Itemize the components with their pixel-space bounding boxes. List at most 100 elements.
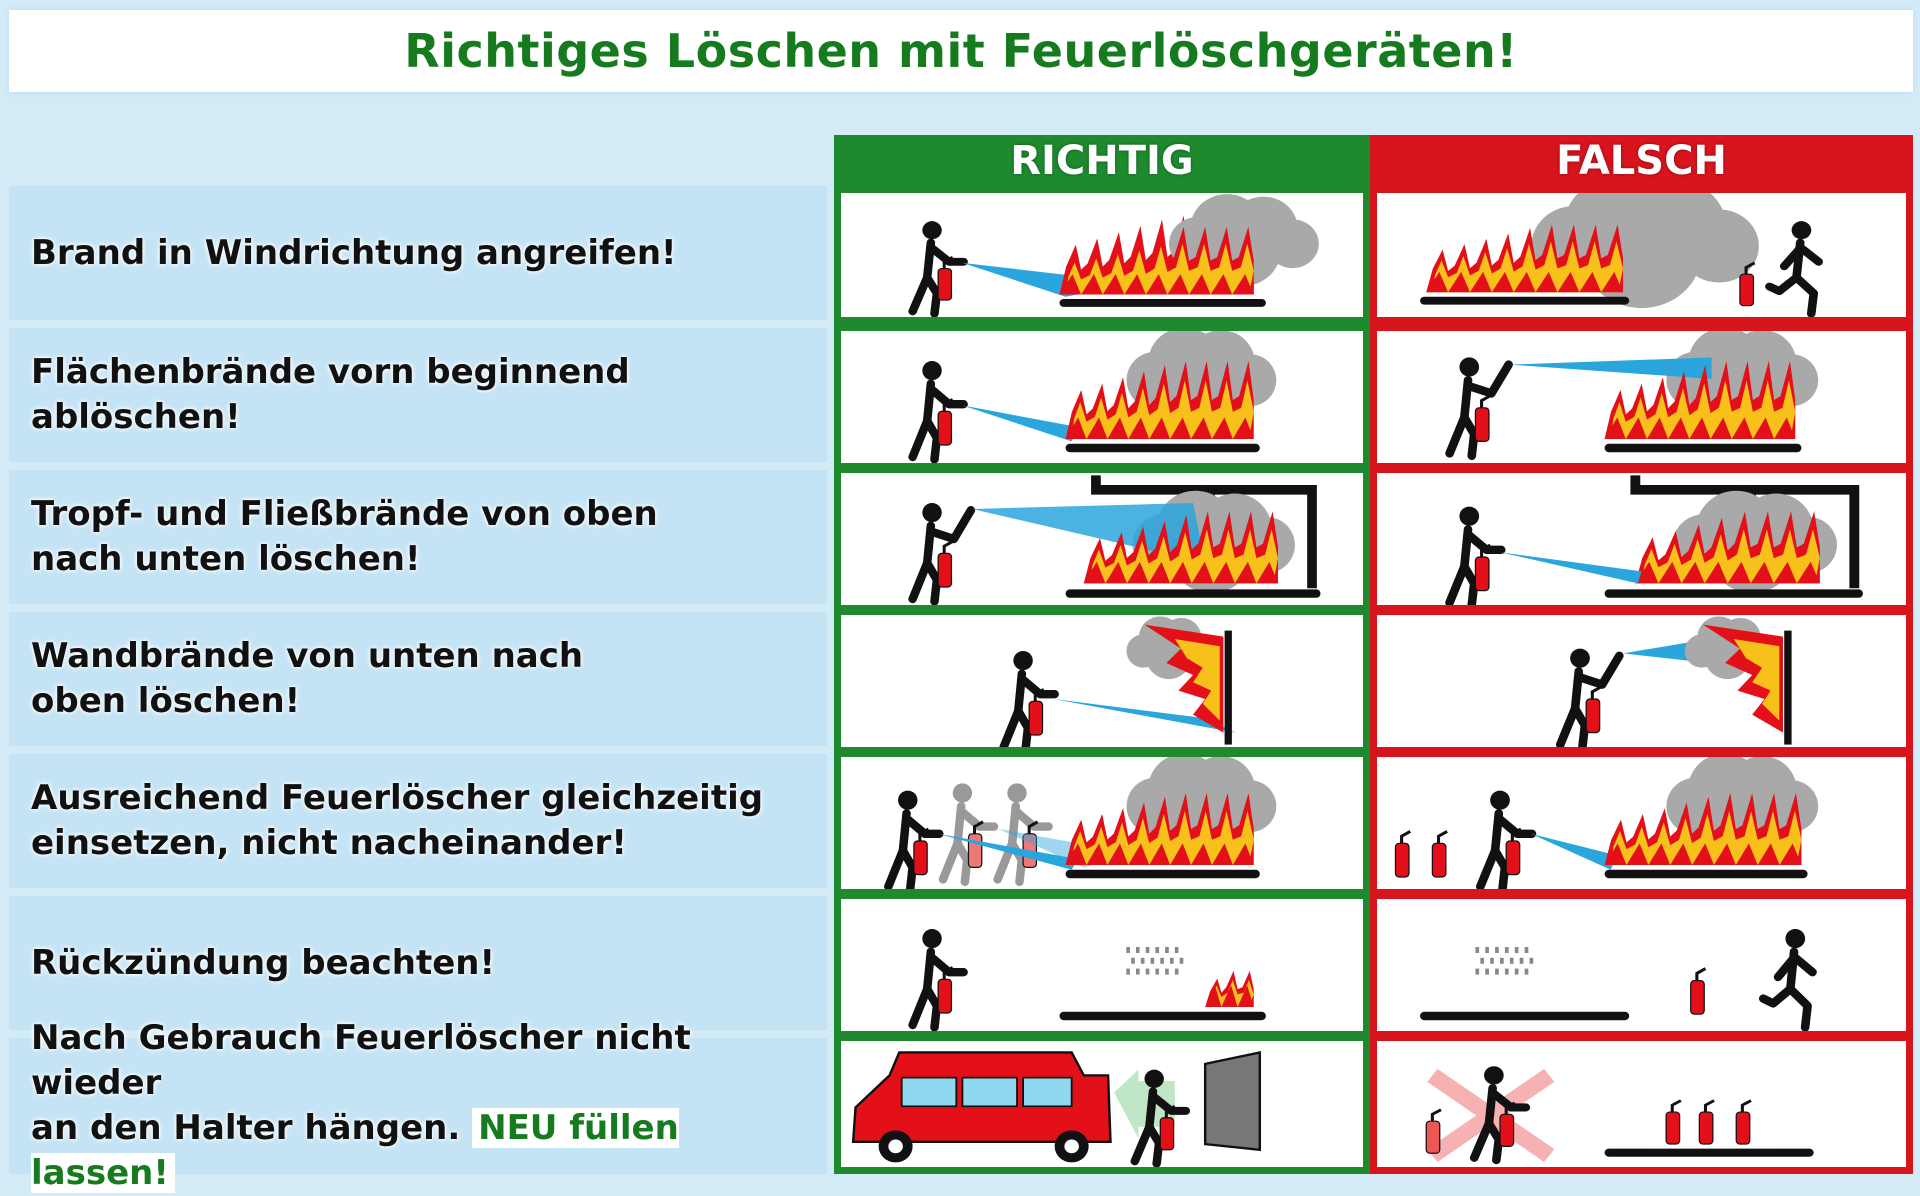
- wrong-illustration-row-1: [1370, 186, 1913, 324]
- extinguisher-icon: [1735, 1099, 1752, 1145]
- person-icon: [1469, 1066, 1531, 1165]
- person-icon: [884, 790, 944, 889]
- extinguisher-icon: [1585, 685, 1602, 734]
- person-icon: [999, 651, 1059, 747]
- person-icon: [908, 221, 968, 317]
- row-label-reignition: Rückzündung beachten!: [9, 896, 827, 1030]
- tray-icon: [1420, 296, 1630, 305]
- row-text-line2: einsetzen, nicht nacheinander!: [31, 823, 627, 863]
- column-header-correct: RICHTIG: [834, 135, 1370, 186]
- pictogram: [1555, 616, 1792, 747]
- pictogram: [908, 929, 1266, 1031]
- spray-icon: [1509, 357, 1712, 379]
- pictogram: [1420, 193, 1823, 317]
- wall-icon: [1784, 630, 1792, 745]
- pictogram: [1425, 1066, 1814, 1165]
- row-label-simultaneous: Ausreichend Feuerlöscher gleichzeitig ein…: [9, 754, 827, 888]
- van-icon: [851, 1051, 1112, 1163]
- spray-icon: [1500, 552, 1642, 584]
- title-banner: Richtiges Löschen mit Feuerlöschgeräten!: [9, 10, 1913, 92]
- person-icon: [908, 361, 968, 463]
- extinguisher-icon: [937, 398, 954, 446]
- correct-illustration-row-7: [834, 1034, 1370, 1174]
- tray-icon: [1059, 298, 1266, 307]
- extinguisher-icon: [1394, 830, 1411, 878]
- tray-icon: [1065, 443, 1260, 453]
- tray-icon: [1059, 1011, 1266, 1021]
- flame-icon: [1604, 793, 1802, 865]
- tray-icon: [1604, 1148, 1814, 1157]
- correct-illustration-row-4: [834, 608, 1370, 754]
- flame-icon: [1144, 624, 1224, 733]
- correct-illustration-row-5: [834, 750, 1370, 896]
- flame-icon: [1703, 624, 1783, 733]
- extinguisher-icon: [1690, 967, 1707, 1015]
- extinguisher-icon: [1499, 1101, 1516, 1147]
- extinguisher-icon: [1159, 1105, 1176, 1151]
- flame-icon: [1604, 361, 1796, 439]
- wrong-illustration-row-3: [1370, 466, 1913, 612]
- pictogram: [1394, 757, 1819, 889]
- row-text-line1: Nach Gebrauch Feuerlöscher nicht wieder: [31, 1018, 691, 1103]
- person-icon: [938, 783, 999, 886]
- pictogram: [1420, 929, 1817, 1031]
- extinguisher-icon: [937, 256, 954, 301]
- row-label-refill: Nach Gebrauch Feuerlöscher nicht wieder a…: [9, 1018, 827, 1193]
- correct-illustration-row-1: [834, 186, 1370, 324]
- tray-icon: [1065, 589, 1321, 598]
- row-text: Rückzündung beachten!: [31, 942, 495, 983]
- flame-icon: [1635, 511, 1820, 584]
- spray-icon: [938, 833, 1078, 870]
- correct-illustration-row-6: [834, 892, 1370, 1038]
- extinguisher-icon: [1739, 261, 1756, 307]
- wrong-illustration-row-2: [1370, 324, 1913, 470]
- person-icon: [1445, 357, 1513, 460]
- arrow-icon: [1114, 1069, 1175, 1139]
- spray-icon: [962, 405, 1078, 442]
- embers-icon: [1126, 947, 1184, 975]
- pictogram: [999, 616, 1236, 747]
- wrong-illustration-row-7: [1370, 1034, 1913, 1174]
- extinguisher-icon: [937, 966, 954, 1014]
- person-icon: [993, 783, 1053, 886]
- pictogram: [908, 475, 1321, 605]
- spray-icon: [1530, 833, 1617, 870]
- row-text-line2: an den Halter hängen.: [31, 1108, 461, 1148]
- row-text-line1: Tropf- und Fließbrände von oben: [31, 494, 658, 534]
- correct-illustration-row-2: [834, 324, 1370, 470]
- extinguisher-icon: [913, 827, 930, 876]
- extinguisher-icon: [1665, 1099, 1682, 1145]
- person-icon: [908, 929, 968, 1031]
- flame-icon: [1083, 511, 1279, 584]
- pictogram: [908, 331, 1277, 463]
- pictogram: [908, 194, 1319, 317]
- tray-icon: [1604, 443, 1802, 453]
- row-text: Flächenbrände vorn beginnend ablöschen!: [31, 352, 630, 437]
- tray-icon: [1604, 589, 1863, 598]
- page-title: Richtiges Löschen mit Feuerlöschgeräten!: [404, 24, 1518, 78]
- pictogram: [1445, 475, 1863, 605]
- row-label-wind: Brand in Windrichtung angreifen!: [9, 186, 827, 320]
- person-icon: [1758, 929, 1817, 1031]
- tray-icon: [1420, 1011, 1630, 1021]
- extinguisher-icon: [1425, 1108, 1442, 1154]
- person-icon: [1445, 506, 1506, 605]
- extinguisher-icon: [937, 540, 954, 588]
- person-icon: [1476, 790, 1537, 889]
- door-icon: [1203, 1051, 1262, 1152]
- extinguisher-icon: [1474, 543, 1491, 592]
- pictogram: [1445, 331, 1819, 460]
- row-text-line1: Ausreichend Feuerlöscher gleichzeitig: [31, 778, 764, 818]
- row-label-surface: Flächenbrände vorn beginnend ablöschen!: [9, 328, 827, 462]
- wall-icon: [1224, 630, 1232, 745]
- correct-illustration-row-3: [834, 466, 1370, 612]
- flame-icon: [1065, 793, 1254, 865]
- flame-icon: [1065, 361, 1254, 439]
- row-text: Brand in Windrichtung angreifen!: [31, 232, 677, 273]
- extinguisher-icon: [1505, 827, 1522, 876]
- extinguisher-icon: [1028, 688, 1045, 736]
- pictogram: [884, 757, 1277, 889]
- pictogram: [851, 1051, 1262, 1167]
